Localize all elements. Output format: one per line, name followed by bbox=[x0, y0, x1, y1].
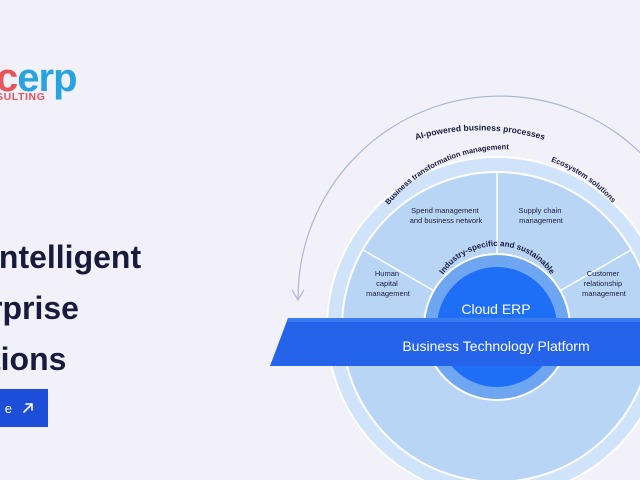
segment-hcm-line-3: management bbox=[366, 289, 411, 298]
arrow-up-right-icon bbox=[23, 403, 33, 413]
segment-spend: Spend management and business network bbox=[410, 206, 483, 225]
cta-label: e bbox=[4, 400, 12, 416]
brand-logo[interactable]: cerp SULTING bbox=[0, 58, 86, 104]
segment-supply-line-2: management bbox=[519, 216, 564, 225]
platform-top-edge bbox=[287, 318, 640, 322]
segment-hcm-line-2: capital bbox=[376, 279, 398, 288]
platform-label: Business Technology Platform bbox=[402, 338, 589, 354]
logo-letters-erp: erp bbox=[17, 56, 77, 100]
logo-wordmark: cerp bbox=[0, 56, 78, 100]
core-label: Cloud ERP bbox=[461, 301, 530, 317]
outer-process-arc bbox=[297, 95, 640, 299]
segment-spend-line-1: Spend management bbox=[411, 206, 479, 215]
outer-arc-arrowhead bbox=[291, 289, 305, 302]
platform-base bbox=[270, 318, 640, 366]
headline-line-1: intelligent bbox=[0, 239, 142, 275]
segment-crm-line-2: relationship bbox=[584, 279, 622, 288]
logo-letter-c: c bbox=[0, 56, 18, 100]
headline-line-3: tions bbox=[0, 341, 67, 377]
outer-arc-textpath: AI-powered business processes bbox=[414, 122, 547, 142]
segment-crm: Customer relationship management bbox=[582, 269, 627, 298]
hero-headline: intelligent rprise tions bbox=[0, 232, 141, 385]
segment-spend-line-2: and business network bbox=[410, 216, 483, 225]
headline-line-2: rprise bbox=[0, 290, 79, 326]
segment-crm-line-3: management bbox=[582, 289, 627, 298]
cta-button[interactable]: e bbox=[0, 389, 48, 427]
segment-hcm: Human capital management bbox=[366, 269, 411, 298]
segment-crm-line-1: Customer bbox=[587, 269, 620, 278]
outer-arc-label: AI-powered business processes bbox=[414, 122, 547, 142]
logo-tagline: SULTING bbox=[0, 91, 46, 103]
segment-hcm-line-1: Human bbox=[375, 269, 399, 278]
segment-supply-line-1: Supply chain bbox=[518, 206, 561, 215]
segment-supply: Supply chain management bbox=[518, 206, 563, 225]
